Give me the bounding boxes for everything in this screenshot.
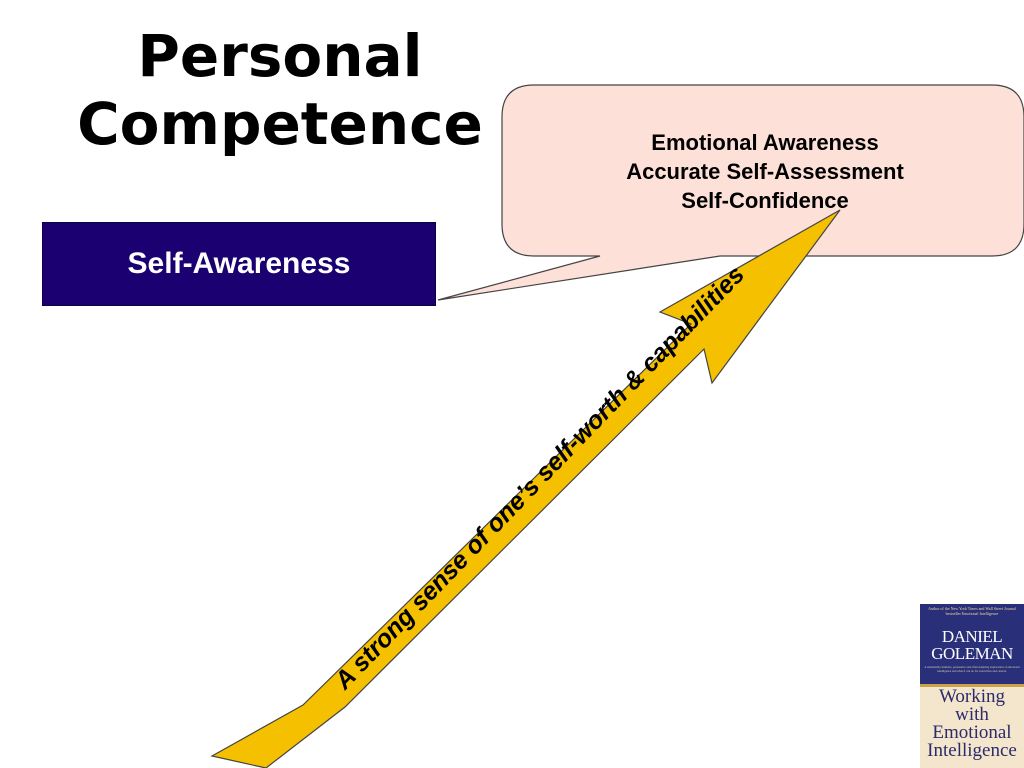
arrow-shape — [210, 209, 841, 768]
callout-item: Self-Confidence — [681, 188, 849, 213]
self-awareness-box: Self-Awareness — [42, 222, 436, 306]
callout-shape — [437, 84, 1024, 301]
book-title-line: Emotional — [932, 722, 1012, 743]
slide-title-line-2: Competence — [77, 90, 483, 158]
self-awareness-label: Self-Awareness — [127, 247, 351, 280]
book-divider — [920, 684, 1024, 687]
book-tagline: Author of the New York Times and Wall St… — [928, 606, 1016, 616]
slide-title: Personal Competence — [60, 22, 500, 158]
book-title-line: with — [955, 704, 989, 725]
slide-title-line-1: Personal — [137, 22, 423, 90]
book-title-line: Intelligence — [927, 740, 1017, 761]
callout-item: Emotional Awareness — [651, 130, 879, 155]
book-title: Working with Emotional Intelligence — [920, 686, 1024, 761]
book-title-line: Working — [938, 686, 1006, 707]
book-cover-top: Author of the New York Times and Wall St… — [920, 604, 1024, 684]
book-cover: Author of the New York Times and Wall St… — [920, 604, 1024, 768]
book-blurb: A remarkably intuitive, persuasive and o… — [924, 665, 1020, 673]
callout-item: Accurate Self-Assessment — [626, 159, 904, 184]
book-author-last: GOLEMAN — [931, 644, 1013, 663]
callout-text: Emotional Awareness Accurate Self-Assess… — [520, 128, 1010, 215]
book-author-first: DANIEL — [941, 627, 1003, 646]
